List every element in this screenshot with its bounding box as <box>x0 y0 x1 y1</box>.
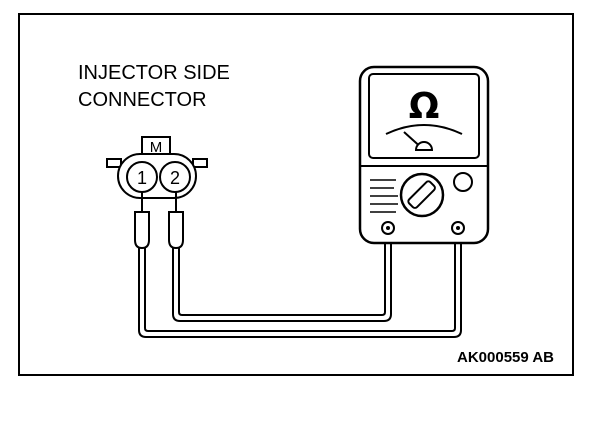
connector-flange-right <box>192 158 208 168</box>
knob-grip <box>407 180 436 209</box>
connector-caption: INJECTOR SIDE CONNECTOR <box>78 60 230 114</box>
test-leads <box>138 231 462 338</box>
probe-2-tip <box>168 211 184 250</box>
connector-tab-label: M <box>150 139 163 156</box>
lead-inner-right <box>178 231 386 316</box>
lead-outer-right <box>144 231 456 332</box>
pin-2-label: 2 <box>170 168 180 188</box>
figure-code: AK000559 AB <box>457 349 554 366</box>
meter-vents <box>370 179 398 213</box>
caption-line-2: CONNECTOR <box>78 89 207 111</box>
injector-connector: M 1 2 <box>106 136 208 199</box>
diagram-frame <box>18 13 574 376</box>
lead-inner-left <box>172 231 392 322</box>
lead-outer-left <box>138 231 462 338</box>
zero-adjust-knob <box>453 172 473 192</box>
ohm-symbol: Ω <box>409 86 440 127</box>
test-probes <box>134 192 184 250</box>
meter-display <box>368 73 480 159</box>
ohmmeter: Ω <box>358 65 490 245</box>
probe-1-tip <box>134 211 150 250</box>
pin-1-label: 1 <box>137 168 147 188</box>
meter-scale <box>385 124 463 135</box>
needle-pivot <box>414 141 434 151</box>
caption-line-1: INJECTOR SIDE <box>78 62 230 84</box>
connector-flange-left <box>106 158 122 168</box>
terminal-right-dot <box>456 226 460 230</box>
terminal-left-dot <box>386 226 390 230</box>
